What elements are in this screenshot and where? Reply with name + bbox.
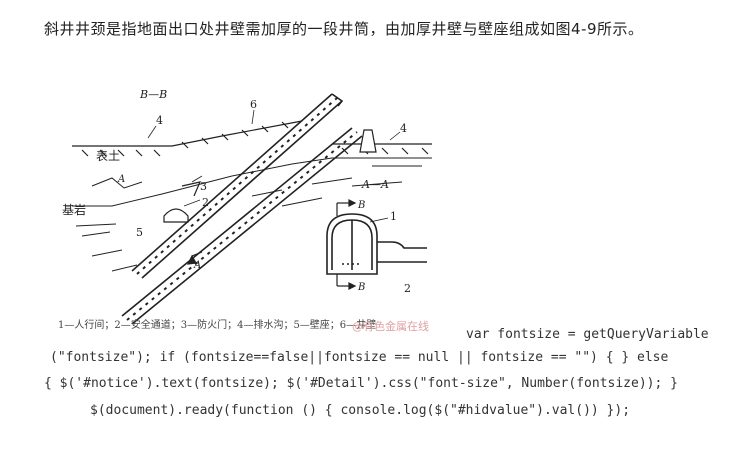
label-num-2-right: 2: [404, 282, 411, 295]
ground-surface: [72, 120, 432, 157]
code-line-1: var fontsize = getQueryVariable: [466, 327, 709, 342]
arrow-a-lower: A: [193, 260, 201, 271]
label-num-2-left: 2: [202, 196, 209, 209]
label-num-3: 3: [200, 180, 207, 193]
code-line-4: $(document).ready(function () { console.…: [90, 403, 631, 418]
label-num-4-right: 4: [400, 122, 407, 135]
watermark: @有色金属在线: [352, 320, 429, 333]
drain-post: [359, 129, 377, 153]
arrow-b-upper: B: [357, 200, 365, 211]
topsoil-label: 表土: [96, 149, 120, 163]
arrow-b-lower: B: [357, 282, 365, 293]
label-num-5: 5: [136, 226, 143, 239]
section-bb-label: B—B: [139, 88, 167, 101]
code-line-3: { $('#notice').text(fontsize); $('#Detai…: [44, 376, 678, 391]
code-line-2: ("fontsize"); if (fontsize==false||fonts…: [50, 350, 669, 365]
label-num-4-left: 4: [156, 114, 163, 127]
section-aa-drawing: [326, 213, 427, 275]
label-num-1: 1: [390, 210, 397, 223]
figure-caption: 1—人行间；2—安全通道；3—防火门；4—排水沟；5—壁座；6—井壁: [58, 320, 377, 331]
fire-door-shape: [181, 181, 202, 197]
bedrock-label: 基岩: [62, 202, 86, 217]
strata-lines: [72, 157, 432, 272]
safety-passage-shape: [163, 208, 189, 223]
arrow-a-upper: A: [117, 174, 125, 185]
inclined-shaft: [121, 93, 363, 325]
label-num-6: 6: [250, 98, 257, 111]
intro-paragraph: 斜井井颈是指地面出口处井壁需加厚的一段井筒，由加厚井壁与壁座组成如图4-9所示。: [44, 20, 644, 38]
section-aa-label: A—A: [361, 178, 389, 191]
shaft-neck-figure: B—B A—A 表土 基岩 6 4 4 3 2 5 1 2 A A B B: [62, 88, 432, 325]
section-aa-marks: [186, 199, 357, 290]
leader-lines: [147, 109, 401, 223]
shaft-wall-dashes: [126, 97, 358, 321]
